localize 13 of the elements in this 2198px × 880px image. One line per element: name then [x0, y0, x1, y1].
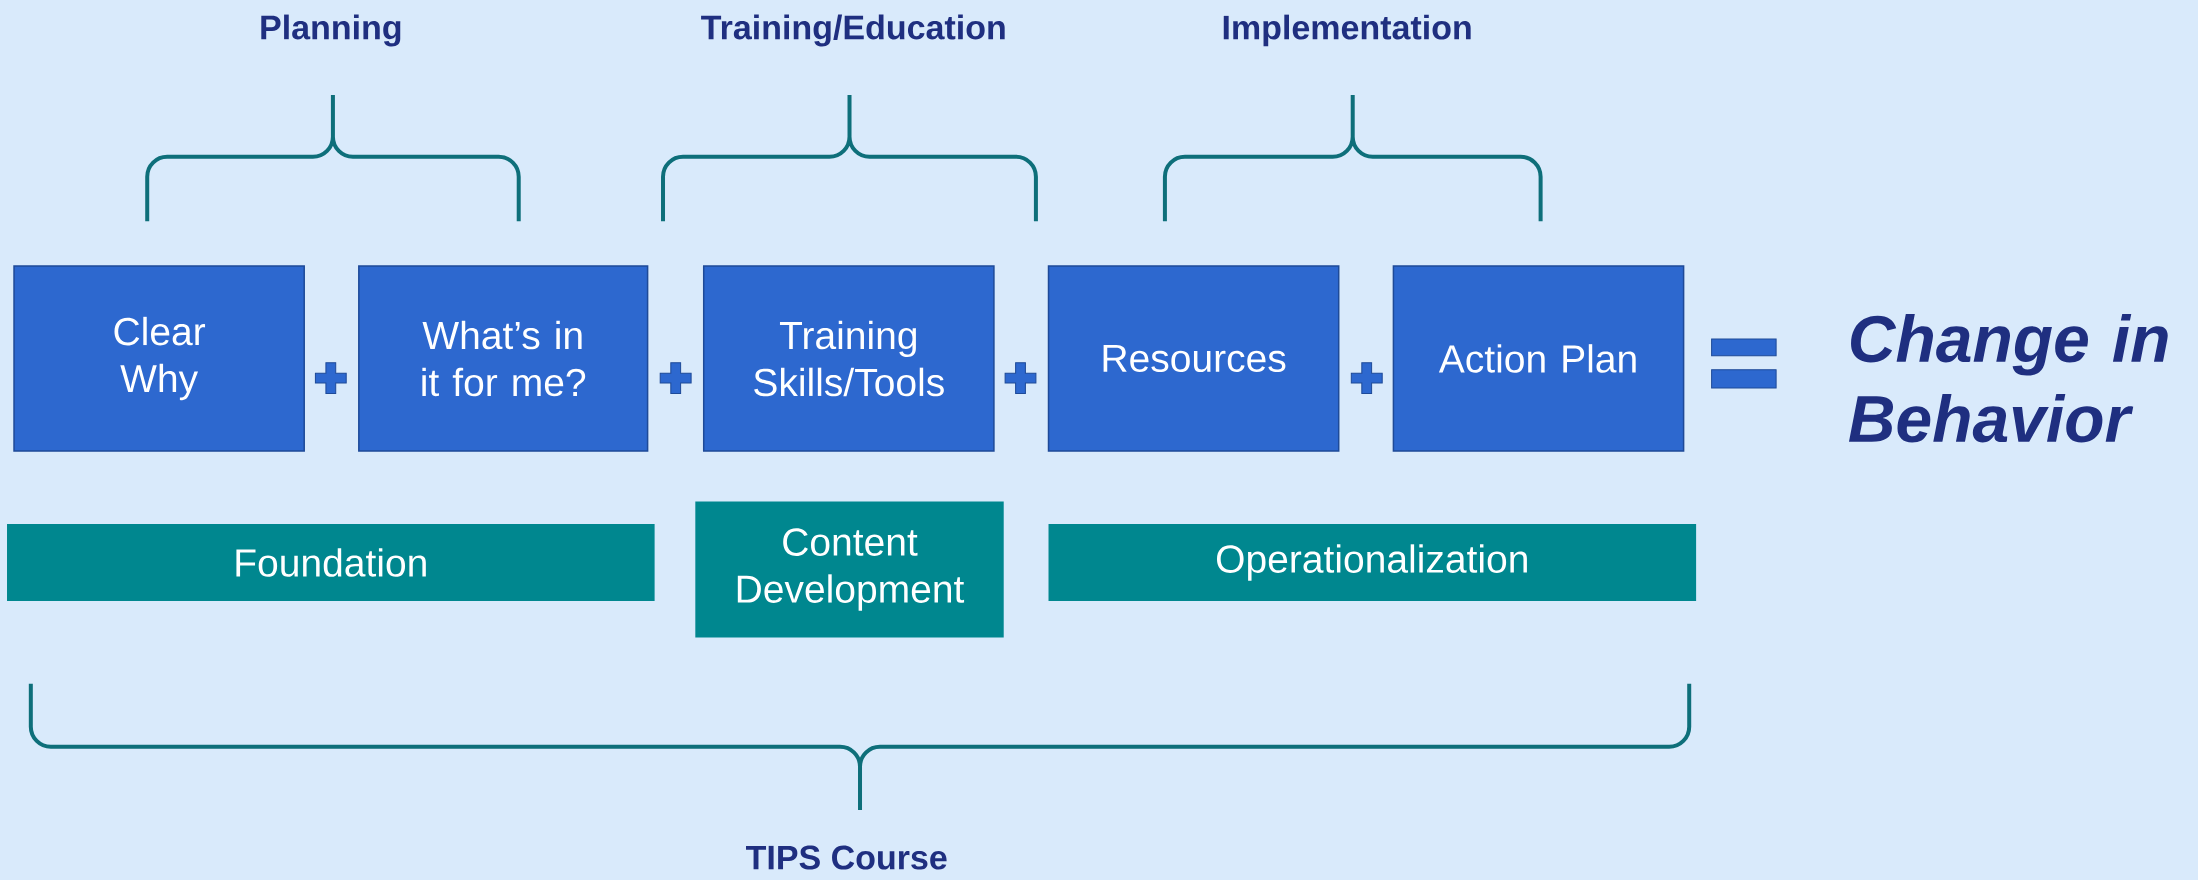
stage-bar: Content Development: [695, 501, 1004, 638]
group-heading: TIPS Course: [746, 845, 947, 870]
process-box: Resources: [1047, 265, 1340, 452]
stage-bar: Foundation: [7, 523, 655, 602]
process-box: Clear Why: [13, 265, 305, 452]
process-box: Action Plan: [1392, 265, 1685, 452]
group-heading: Implementation: [1223, 14, 1471, 47]
process-box: Training Skills/Tools: [702, 265, 995, 452]
result-text: Change in Behavior: [1848, 313, 2168, 443]
group-heading: Planning: [261, 14, 401, 47]
group-heading: Training/Education: [701, 14, 1005, 47]
stage-bar: Operationalization: [1048, 523, 1697, 602]
process-box: What’s in it for me?: [358, 265, 649, 452]
